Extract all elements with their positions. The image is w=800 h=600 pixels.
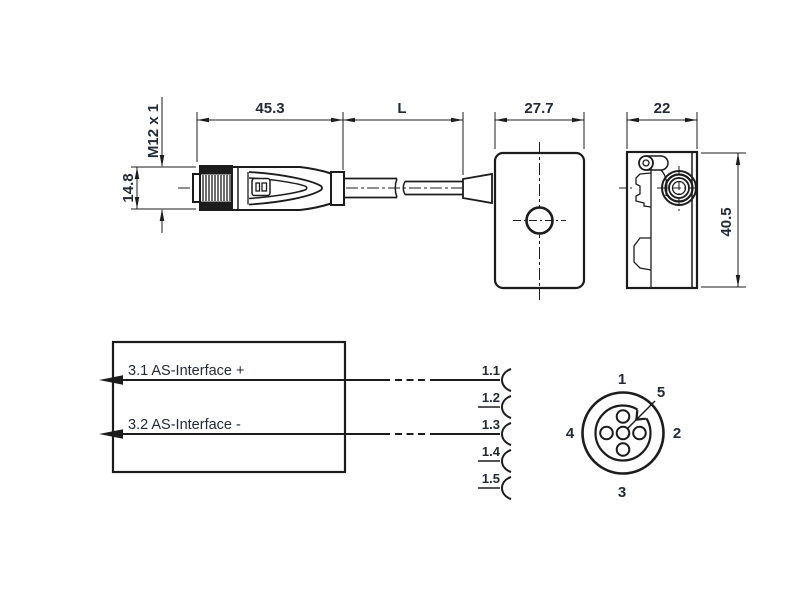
terminal-label: 1.4 <box>482 444 501 459</box>
socket-contact-icon <box>501 449 512 473</box>
arrow-left-icon <box>197 117 209 123</box>
dim-label-connector-diameter: 14.8 <box>120 173 137 202</box>
terminal-label: 1.2 <box>482 390 500 405</box>
dimension-cable-length: L <box>343 100 464 175</box>
wire-as-interface-minus: 3.2 AS-Interface - <box>99 417 500 439</box>
m12-connector-side-view <box>178 165 493 211</box>
pin-label-2: 2 <box>673 425 681 442</box>
terminal-1-3: 1.3 <box>482 417 512 446</box>
pinout-diagram: 1 2 3 4 5 <box>566 371 681 501</box>
socket-contact-icon <box>501 395 512 419</box>
wire-as-interface-plus: 3.1 AS-Interface + <box>99 363 500 385</box>
connector-face-inner <box>594 404 652 462</box>
cable-boot-collar <box>330 171 345 206</box>
arrow-up-icon <box>735 153 741 165</box>
dim-label-module-height: 40.5 <box>718 207 735 236</box>
module-side-view <box>619 150 700 290</box>
pin-3-hole <box>615 442 631 457</box>
dim-label-module-width: 27.7 <box>524 100 553 117</box>
cable-gland <box>462 172 493 205</box>
wire2-label: 3.2 AS-Interface - <box>128 417 241 433</box>
wiring-diagram: 3.1 AS-Interface + 3.2 AS-Interface - 1.… <box>99 340 512 500</box>
pin-2-hole <box>632 425 647 441</box>
socket-contact-icon <box>501 422 512 446</box>
lower-clip-profile <box>633 237 652 271</box>
arrow-down-icon <box>735 275 741 287</box>
arrow-down-icon <box>159 155 165 167</box>
dimension-module-height: 40.5 <box>701 152 746 288</box>
connector-assembly-drawing: M12 x 1 14.8 45.3 L <box>120 97 746 300</box>
socket-contact-icon <box>501 368 512 392</box>
pin-label-1: 1 <box>618 371 626 388</box>
dimension-connector-diameter: 14.8 <box>120 166 196 210</box>
arrow-down-icon <box>134 197 140 209</box>
dim-label-cable-length: L <box>397 100 406 117</box>
pin-1-hole <box>615 409 631 424</box>
cable-break-mark <box>402 181 406 195</box>
terminal-label: 1.1 <box>482 363 500 378</box>
arrow-left-icon <box>99 375 123 385</box>
device-block <box>111 340 347 474</box>
arrow-left-icon <box>343 117 355 123</box>
pin-label-3: 3 <box>618 484 626 501</box>
manufacturer-logo-mark <box>251 177 271 197</box>
cable <box>344 172 493 205</box>
dimension-connector-length: 45.3 <box>196 100 344 170</box>
module-front-view <box>493 142 586 300</box>
arrow-right-icon <box>685 117 697 123</box>
terminal-1-2: 1.2 <box>478 390 512 419</box>
terminal-label: 1.5 <box>482 471 500 486</box>
connector-thread-tip <box>192 173 201 203</box>
pin-5-hole <box>615 425 631 441</box>
arrow-left-icon <box>99 429 123 439</box>
socket-contact-icon <box>501 476 512 500</box>
arrow-right-icon <box>331 117 343 123</box>
pin-label-5: 5 <box>657 384 665 401</box>
terminal-1-5: 1.5 <box>478 471 512 500</box>
dim-label-thread: M12 x 1 <box>145 104 162 158</box>
connector-body <box>231 166 345 211</box>
socket-rings <box>657 166 700 211</box>
wire1-label: 3.1 AS-Interface + <box>128 363 244 379</box>
dim-label-module-depth: 22 <box>654 100 671 117</box>
dimension-thread: M12 x 1 <box>145 97 165 233</box>
pin-label-4: 4 <box>566 425 575 442</box>
terminal-label: 1.3 <box>482 417 500 432</box>
pin-4-hole <box>599 425 614 441</box>
dimension-module-width: 27.7 <box>494 100 585 149</box>
arrow-up-icon <box>134 167 140 179</box>
terminal-1-1: 1.1 <box>482 363 512 392</box>
arrow-right-icon <box>572 117 584 123</box>
terminal-1-4: 1.4 <box>478 444 512 473</box>
cable-break-mark <box>394 178 398 198</box>
arrow-up-icon <box>159 209 165 221</box>
pin5-leader-line <box>627 400 656 429</box>
knurled-nut <box>199 165 233 211</box>
dim-label-connector-length: 45.3 <box>255 100 284 117</box>
upper-clip-profile <box>635 172 652 208</box>
dimension-module-depth: 22 <box>626 100 698 149</box>
arrow-left-icon <box>627 117 639 123</box>
arrow-left-icon <box>495 117 507 123</box>
arrow-right-icon <box>451 117 463 123</box>
